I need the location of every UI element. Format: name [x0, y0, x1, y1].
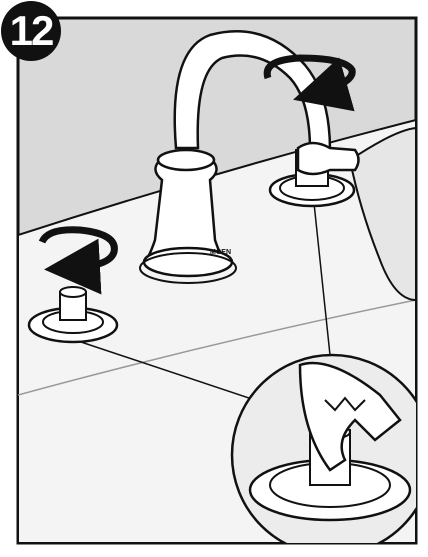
step-number-badge: 12 [1, 1, 61, 61]
guide-line [59, 334, 256, 401]
faucet-base-ring [139, 252, 237, 284]
deck-edge [18, 299, 416, 396]
sink-basin [348, 126, 416, 302]
zoom-detail [232, 355, 416, 543]
faucet-brand-label: MOEN [210, 249, 231, 256]
left-handle-stem-top [59, 286, 87, 298]
zoom-detail-border [230, 353, 416, 543]
faucet-collar [156, 148, 216, 172]
right-handle-adapter [296, 141, 360, 176]
wrench-icon [298, 361, 402, 472]
rotate-arrow-icon [38, 226, 118, 295]
rotate-arrow-icon [263, 54, 356, 112]
